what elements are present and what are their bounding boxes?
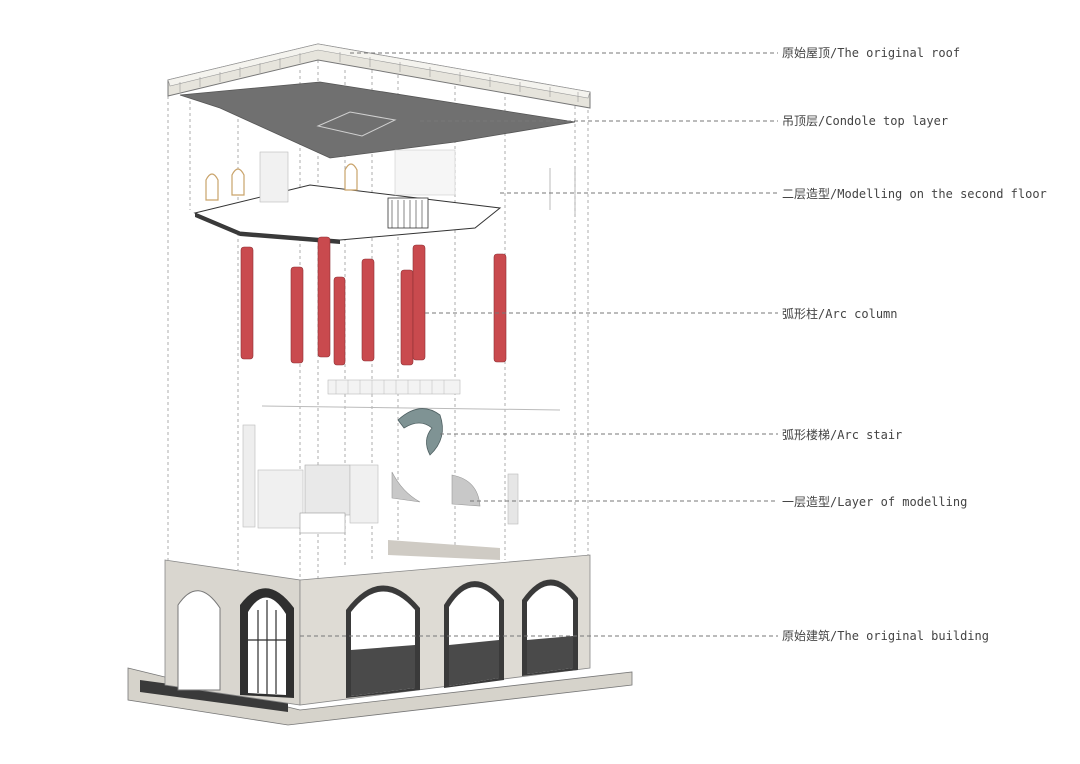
label-condole-top-layer: 吊顶层/Condole top layer	[782, 114, 949, 128]
original-roof	[167, 43, 591, 109]
arc-column	[317, 236, 331, 358]
label-arc-stair: 弧形楼梯/Arc stair	[782, 428, 903, 442]
label-original-building: 原始建筑/The original building	[782, 629, 989, 643]
arc-column	[240, 246, 254, 360]
leader-lines	[300, 52, 778, 637]
first-floor-modelling	[242, 424, 519, 534]
arc-column	[290, 266, 304, 364]
label-original-roof: 原始屋顶/The original roof	[782, 46, 961, 60]
arc-stair	[261, 379, 561, 456]
original-building	[127, 540, 633, 726]
arc-column	[400, 269, 414, 366]
condole-ceiling	[179, 81, 576, 159]
arc-column	[361, 258, 375, 362]
arc-column	[493, 253, 507, 363]
label-arc-column: 弧形柱/Arc column	[782, 307, 898, 321]
arc-columns	[240, 236, 507, 366]
arc-column	[333, 276, 346, 366]
label-second-floor-modelling: 二层造型/Modelling on the second floor	[782, 187, 1047, 201]
arc-column	[412, 244, 426, 361]
second-floor-modelling	[193, 149, 576, 244]
label-first-floor-modelling: 一层造型/Layer of modelling	[782, 495, 968, 509]
